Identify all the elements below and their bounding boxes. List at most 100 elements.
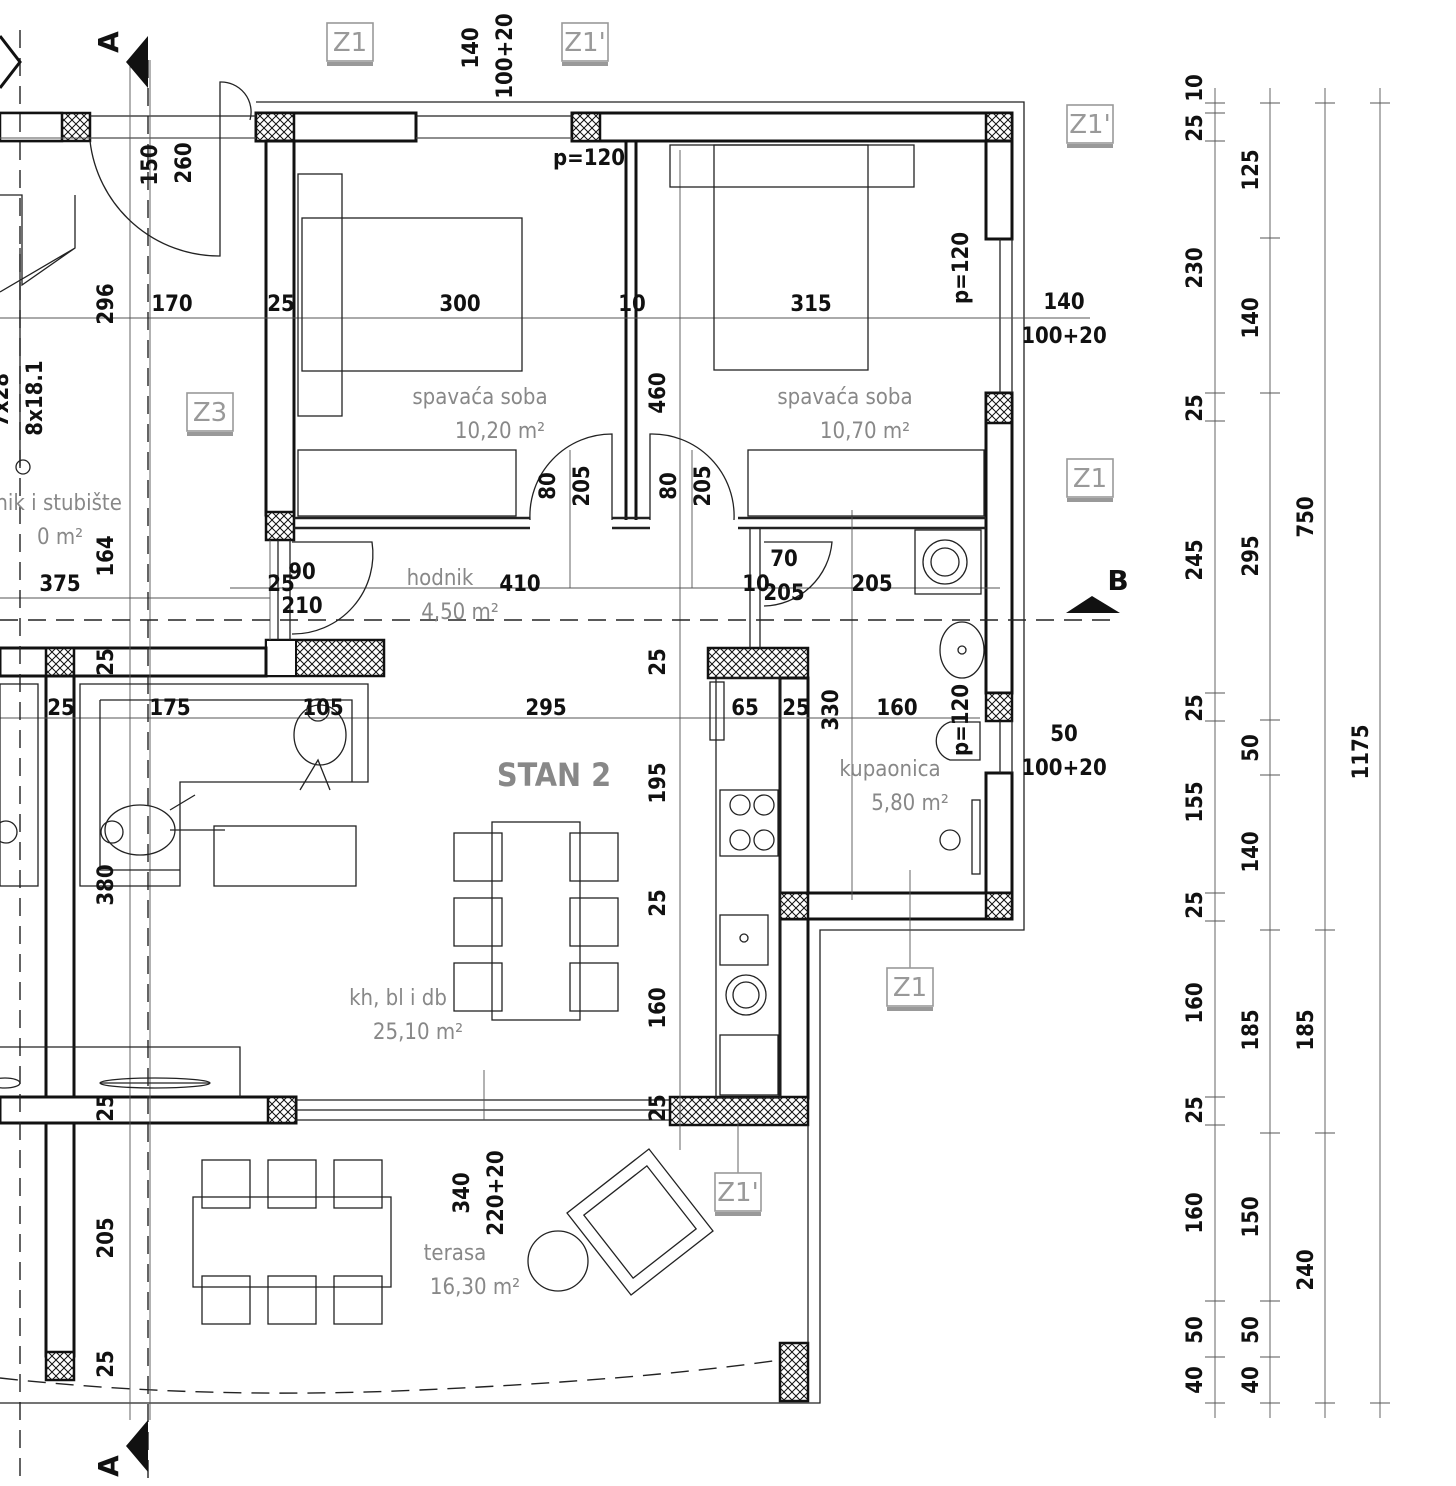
window-tag-label: Z1' (1069, 110, 1111, 140)
room-name-stair: hodnik i stubište (0, 491, 122, 516)
dimension-label-vertical: 25 (646, 1094, 671, 1122)
dimension-label-vertical: 460 (646, 372, 671, 413)
right-dimension-label: 25 (1183, 694, 1208, 722)
dimension-label: 100+20 (1021, 756, 1106, 781)
room-name-terrace: terasa (424, 1241, 487, 1266)
right-dimension-label: 160 (1183, 1192, 1208, 1233)
right-dimension-label: 25 (1183, 1096, 1208, 1124)
right-dimension-label: 295 (1239, 535, 1264, 576)
dimension-label-vertical: 195 (646, 762, 671, 803)
dimension-label: 175 (149, 696, 190, 721)
right-dimension-label: 140 (1239, 297, 1264, 338)
right-dimension-label: 125 (1239, 149, 1264, 190)
dimension-label-vertical: 25 (94, 1094, 119, 1122)
dimension-label-vertical: p=120 (949, 232, 974, 304)
dimension-label-vertical: 25 (646, 889, 671, 917)
dimension-label: 105 (302, 696, 343, 721)
right-dimension-label: 230 (1183, 247, 1208, 288)
window-tag-z1-top: Z1 (326, 22, 374, 66)
dimension-label: 25 (782, 696, 810, 721)
right-dimension-label: 1175 (1349, 724, 1374, 779)
room-area-bath: 5,80 m² (871, 791, 949, 816)
dimension-label: 25 (267, 572, 295, 597)
dimension-label: 10 (742, 572, 770, 597)
room-area-living: 25,10 m² (373, 1020, 463, 1045)
dimension-label: 25 (47, 696, 75, 721)
section-marker-b-right: B (1107, 564, 1128, 597)
right-dimension-label: 185 (1239, 1009, 1264, 1050)
dimension-label-vertical: 330 (819, 689, 844, 730)
right-dimension-label: 155 (1183, 781, 1208, 822)
dimension-label-vertical: 164 (94, 535, 119, 576)
dimension-label: 10 (618, 292, 646, 317)
right-dimension-label: 750 (1294, 496, 1319, 537)
dimension-label: 50 (1050, 722, 1078, 747)
walls (0, 101, 1025, 1404)
room-area-terrace: 16,30 m² (430, 1275, 520, 1300)
right-dimension-chain: 25 10 125 230 25 245 25 155 25 160 25 160 50 40 140 295… (1183, 74, 1374, 1394)
dimension-label-vertical: 260 (172, 142, 197, 183)
dimension-label-vertical: 100+20 (493, 13, 518, 98)
dimension-label: 170 (151, 292, 192, 317)
right-dimension-label: 50 (1239, 734, 1264, 762)
window-tag-label: Z1 (333, 28, 367, 58)
dimension-label: 90 (288, 560, 316, 585)
dimension-label-vertical: 25 (94, 1350, 119, 1378)
section-marker-labels: A A B (92, 31, 1129, 1477)
dimension-label: 140 (1043, 290, 1084, 315)
right-dimension-label: 25 (1183, 114, 1208, 142)
furniture (0, 81, 985, 1325)
right-dimension-label: 10 (1183, 74, 1208, 102)
dimension-label: 315 (790, 292, 831, 317)
right-dimension-label: 40 (1183, 1366, 1208, 1394)
dimension-label: 100+20 (1021, 324, 1106, 349)
dimension-label-vertical: 80 (536, 472, 561, 500)
dimension-label-vertical: 8x18.1 (23, 360, 48, 435)
room-name-bed2: spavaća soba (777, 385, 912, 410)
dimension-label-vertical: 160 (646, 987, 671, 1028)
dimension-label: 160 (876, 696, 917, 721)
window-tag-label: Z1' (564, 28, 606, 58)
dimension-label-vertical: 80 (657, 472, 682, 500)
apartment-title: STAN 2 (497, 756, 611, 794)
window-tag-label: Z1 (1073, 464, 1107, 494)
window-tag-z1p-right: Z1' (1066, 104, 1114, 148)
dimension-label-vertical: 140 (459, 27, 484, 68)
right-dimension-label: 240 (1294, 1249, 1319, 1290)
window-tag-z1-right: Z1 (1066, 458, 1114, 502)
dimension-label-vertical: 150 (138, 144, 163, 185)
dimension-label: p=120 (553, 146, 625, 171)
dimension-label: 210 (281, 594, 322, 619)
dimension-label: 300 (439, 292, 480, 317)
dimension-label-vertical: 25 (94, 648, 119, 676)
section-marker-a-top: A (92, 31, 125, 53)
window-tag-label: Z1' (717, 1178, 759, 1208)
dimension-label: 205 (763, 581, 804, 606)
dimension-label: 205 (851, 572, 892, 597)
right-dimension-label: 160 (1183, 982, 1208, 1023)
dimension-label-vertical: p=120 (949, 684, 974, 756)
right-dimension-label: 25 (1183, 891, 1208, 919)
dimension-label-vertical: 340 (450, 1172, 475, 1213)
window-tag-label: Z1 (893, 973, 927, 1003)
room-area-bed1: 10,20 m² (455, 419, 545, 444)
dimension-label-vertical: 296 (94, 283, 119, 324)
dimension-label-vertical: 205 (94, 1217, 119, 1258)
room-name-bed1: spavaća soba (412, 385, 547, 410)
section-markers (0, 35, 1120, 1472)
dimension-label-vertical: 205 (691, 465, 716, 506)
room-name-hall: hodnik (407, 566, 474, 591)
right-dimension-label: 245 (1183, 539, 1208, 580)
right-dimension-label: 50 (1239, 1316, 1264, 1344)
dimension-label-vertical: 205 (570, 465, 595, 506)
right-dimension-label: 25 (1183, 394, 1208, 422)
window-tag-z1p-top: Z1' (561, 22, 609, 66)
section-marker-a-bottom: A (92, 1455, 125, 1477)
right-dimension-label: 40 (1239, 1366, 1264, 1394)
right-dimension-label: 150 (1239, 1196, 1264, 1237)
dimension-label: 375 (39, 572, 80, 597)
window-tag-z1-bottom: Z1 (886, 967, 934, 1011)
dimension-label-vertical: 7x28 (0, 373, 14, 427)
